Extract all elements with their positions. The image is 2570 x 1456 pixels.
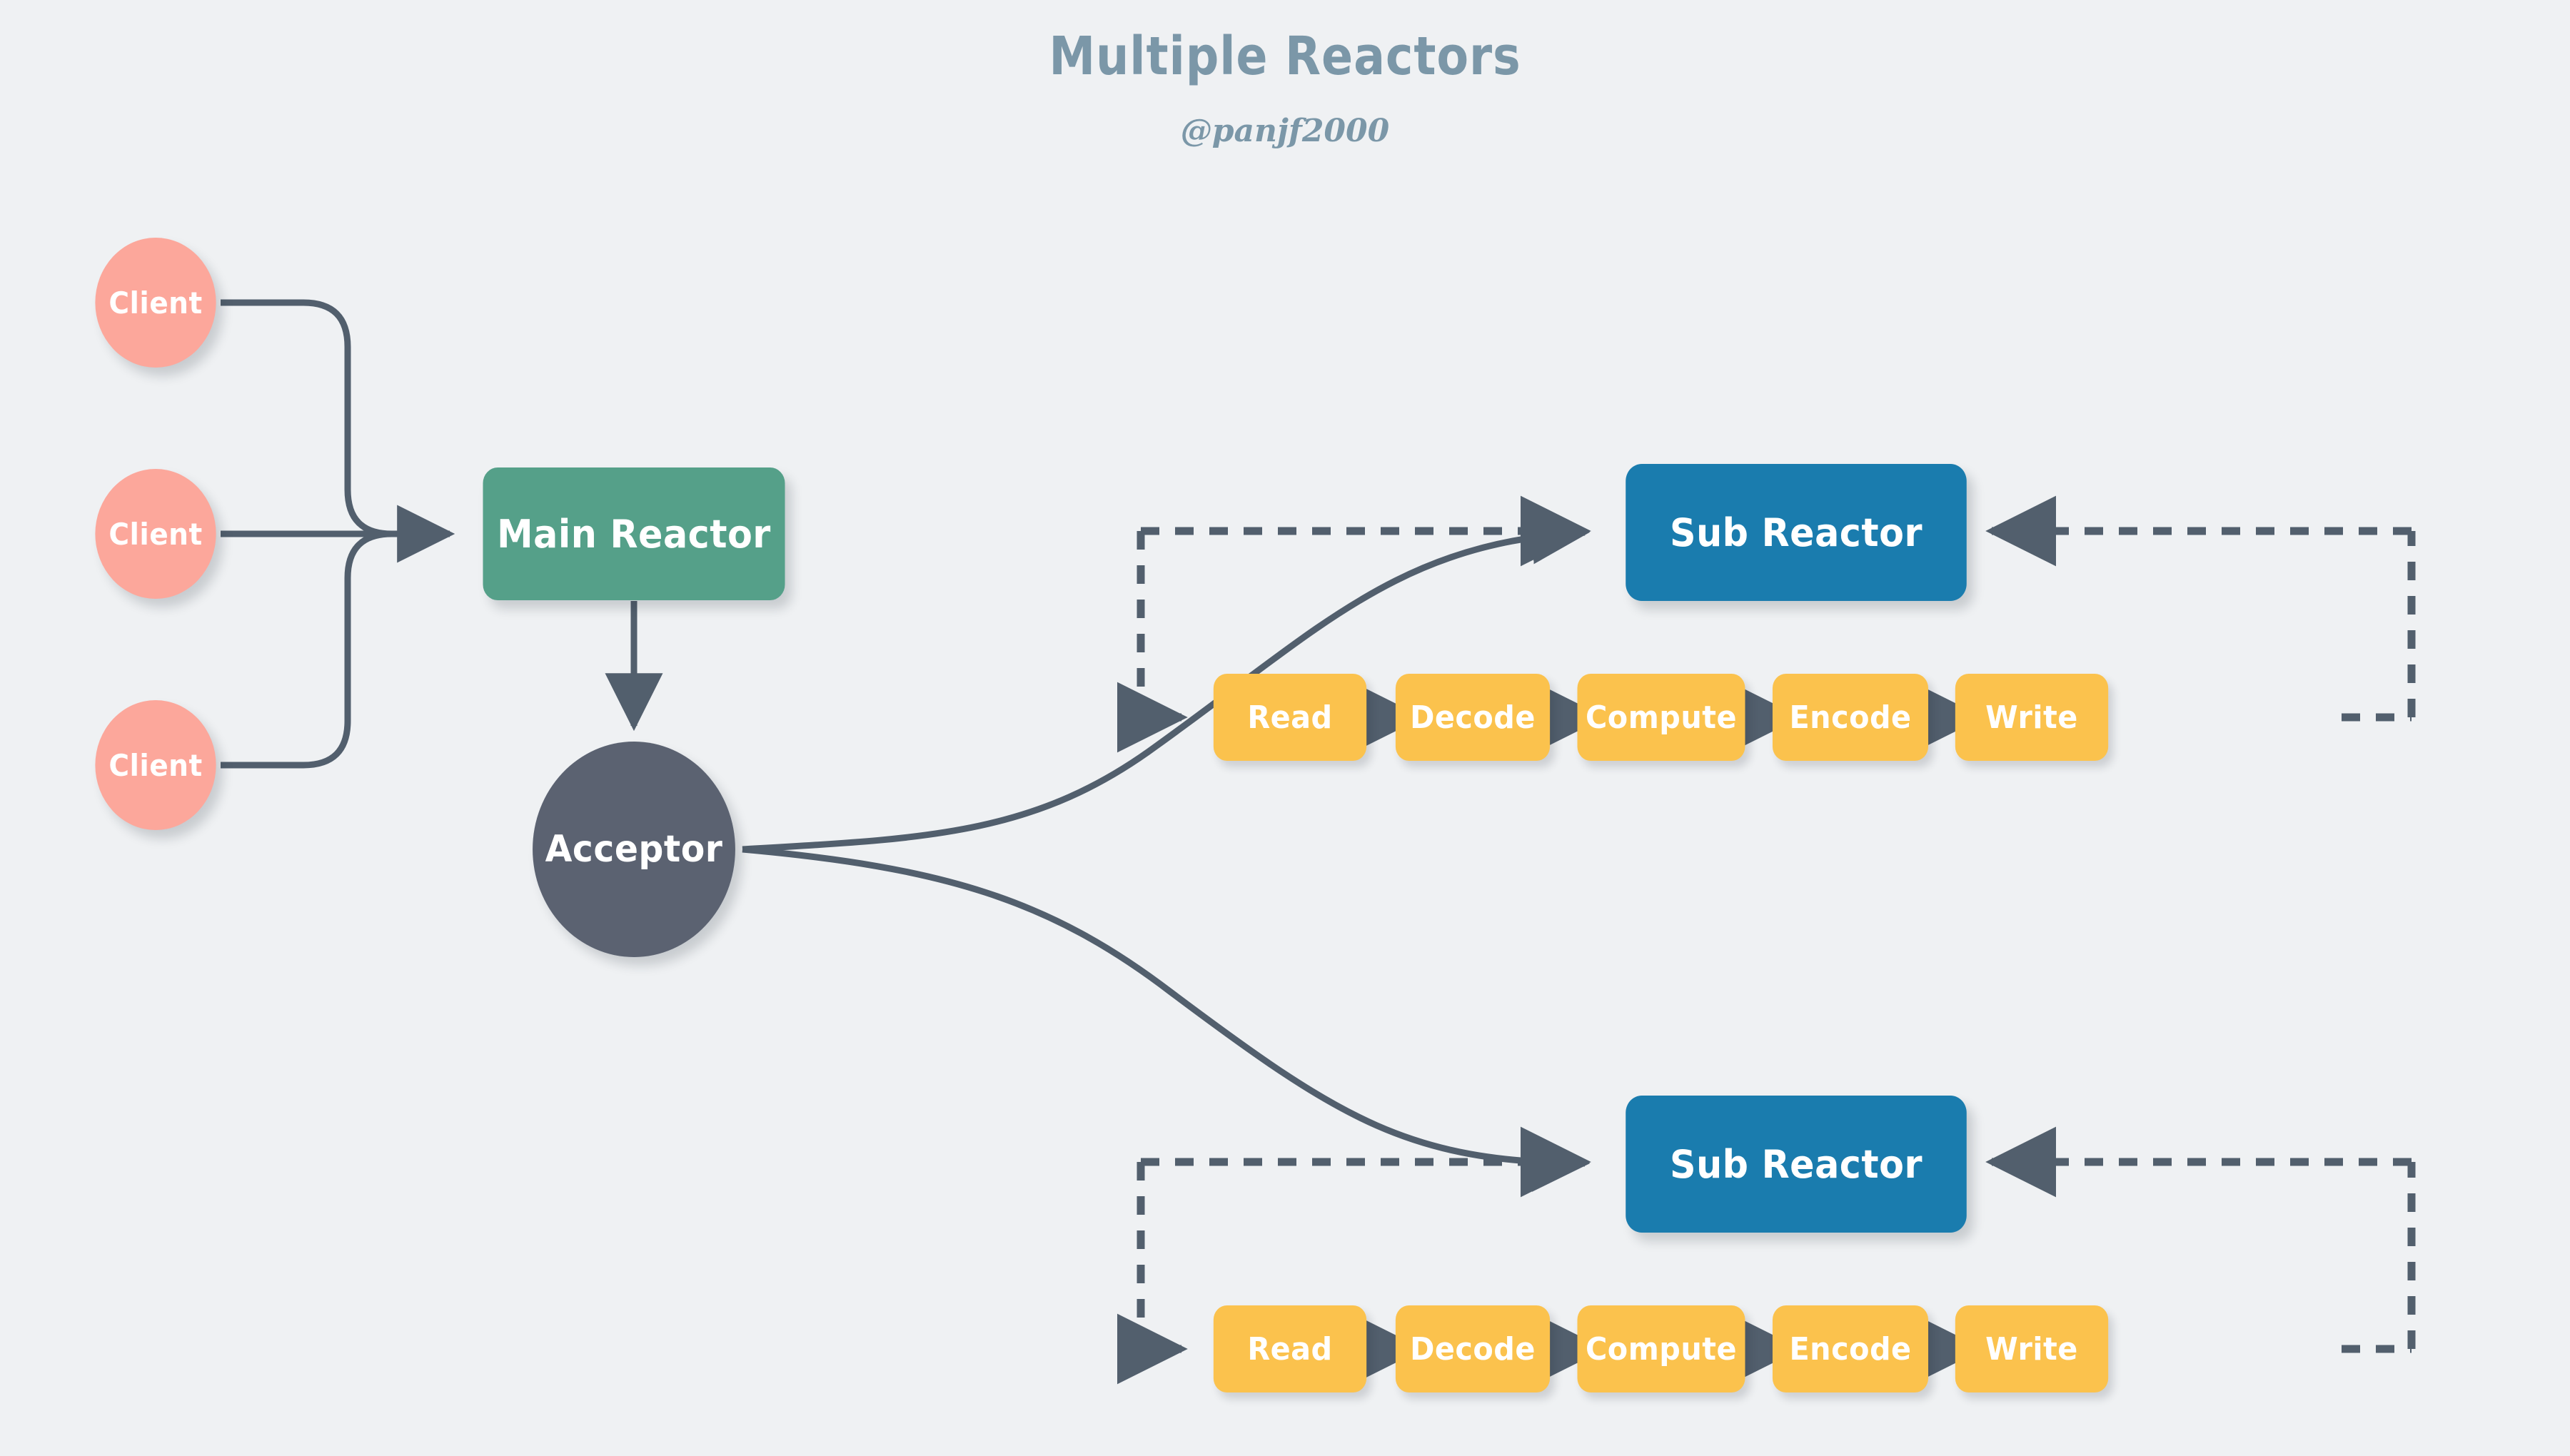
client-node-1[interactable]: Client — [95, 238, 216, 368]
sub-reactor-label: Sub Reactor — [1670, 1141, 1923, 1187]
pipeline-stage-compute-2[interactable]: Compute — [1577, 1305, 1745, 1392]
sub-reactor-node-2[interactable]: Sub Reactor — [1626, 1096, 1967, 1233]
client-label: Client — [109, 747, 203, 783]
wire-client1-to-bus — [221, 299, 393, 537]
pipeline-stage-encode-2[interactable]: Encode — [1772, 1305, 1929, 1392]
pipeline-stage-encode-1[interactable]: Encode — [1772, 674, 1929, 761]
pipeline-stage-decode-1[interactable]: Decode — [1395, 674, 1551, 761]
client-label: Client — [109, 285, 203, 320]
sub-reactor-label: Sub Reactor — [1670, 510, 1923, 555]
sub-reactor-node-1[interactable]: Sub Reactor — [1626, 464, 1967, 601]
pipeline-stage-read-2[interactable]: Read — [1213, 1305, 1367, 1392]
client-label: Client — [109, 516, 203, 552]
pipeline-stage-compute-1[interactable]: Compute — [1577, 674, 1745, 761]
page-subtitle: @panjf2000 — [1180, 113, 1390, 149]
stage-label: Write — [1985, 1330, 2078, 1367]
stage-label: Encode — [1789, 699, 1912, 736]
stage-label: Compute — [1585, 699, 1738, 736]
main-reactor-node[interactable]: Main Reactor — [483, 467, 785, 600]
stage-label: Read — [1247, 699, 1333, 736]
stage-label: Decode — [1410, 699, 1536, 736]
pipeline-stage-read-1[interactable]: Read — [1213, 674, 1367, 761]
stage-label: Encode — [1789, 1330, 1912, 1367]
main-reactor-label: Main Reactor — [497, 511, 771, 557]
stage-label: Read — [1247, 1330, 1333, 1367]
pipeline-stage-decode-2[interactable]: Decode — [1395, 1305, 1551, 1392]
stage-label: Decode — [1410, 1330, 1536, 1367]
page-title: Multiple Reactors — [1049, 26, 1521, 87]
acceptor-node[interactable]: Acceptor — [533, 742, 735, 957]
wire-client3-to-bus — [221, 530, 393, 769]
stage-label: Compute — [1585, 1330, 1738, 1367]
pipeline-stage-write-2[interactable]: Write — [1955, 1305, 2109, 1392]
acceptor-label: Acceptor — [545, 828, 723, 871]
stage-label: Write — [1985, 699, 2078, 736]
client-node-2[interactable]: Client — [95, 469, 216, 599]
pipeline-stage-write-1[interactable]: Write — [1955, 674, 2109, 761]
client-node-3[interactable]: Client — [95, 700, 216, 830]
wire-acceptor-to-sub-reactor-2 — [742, 846, 1591, 1192]
